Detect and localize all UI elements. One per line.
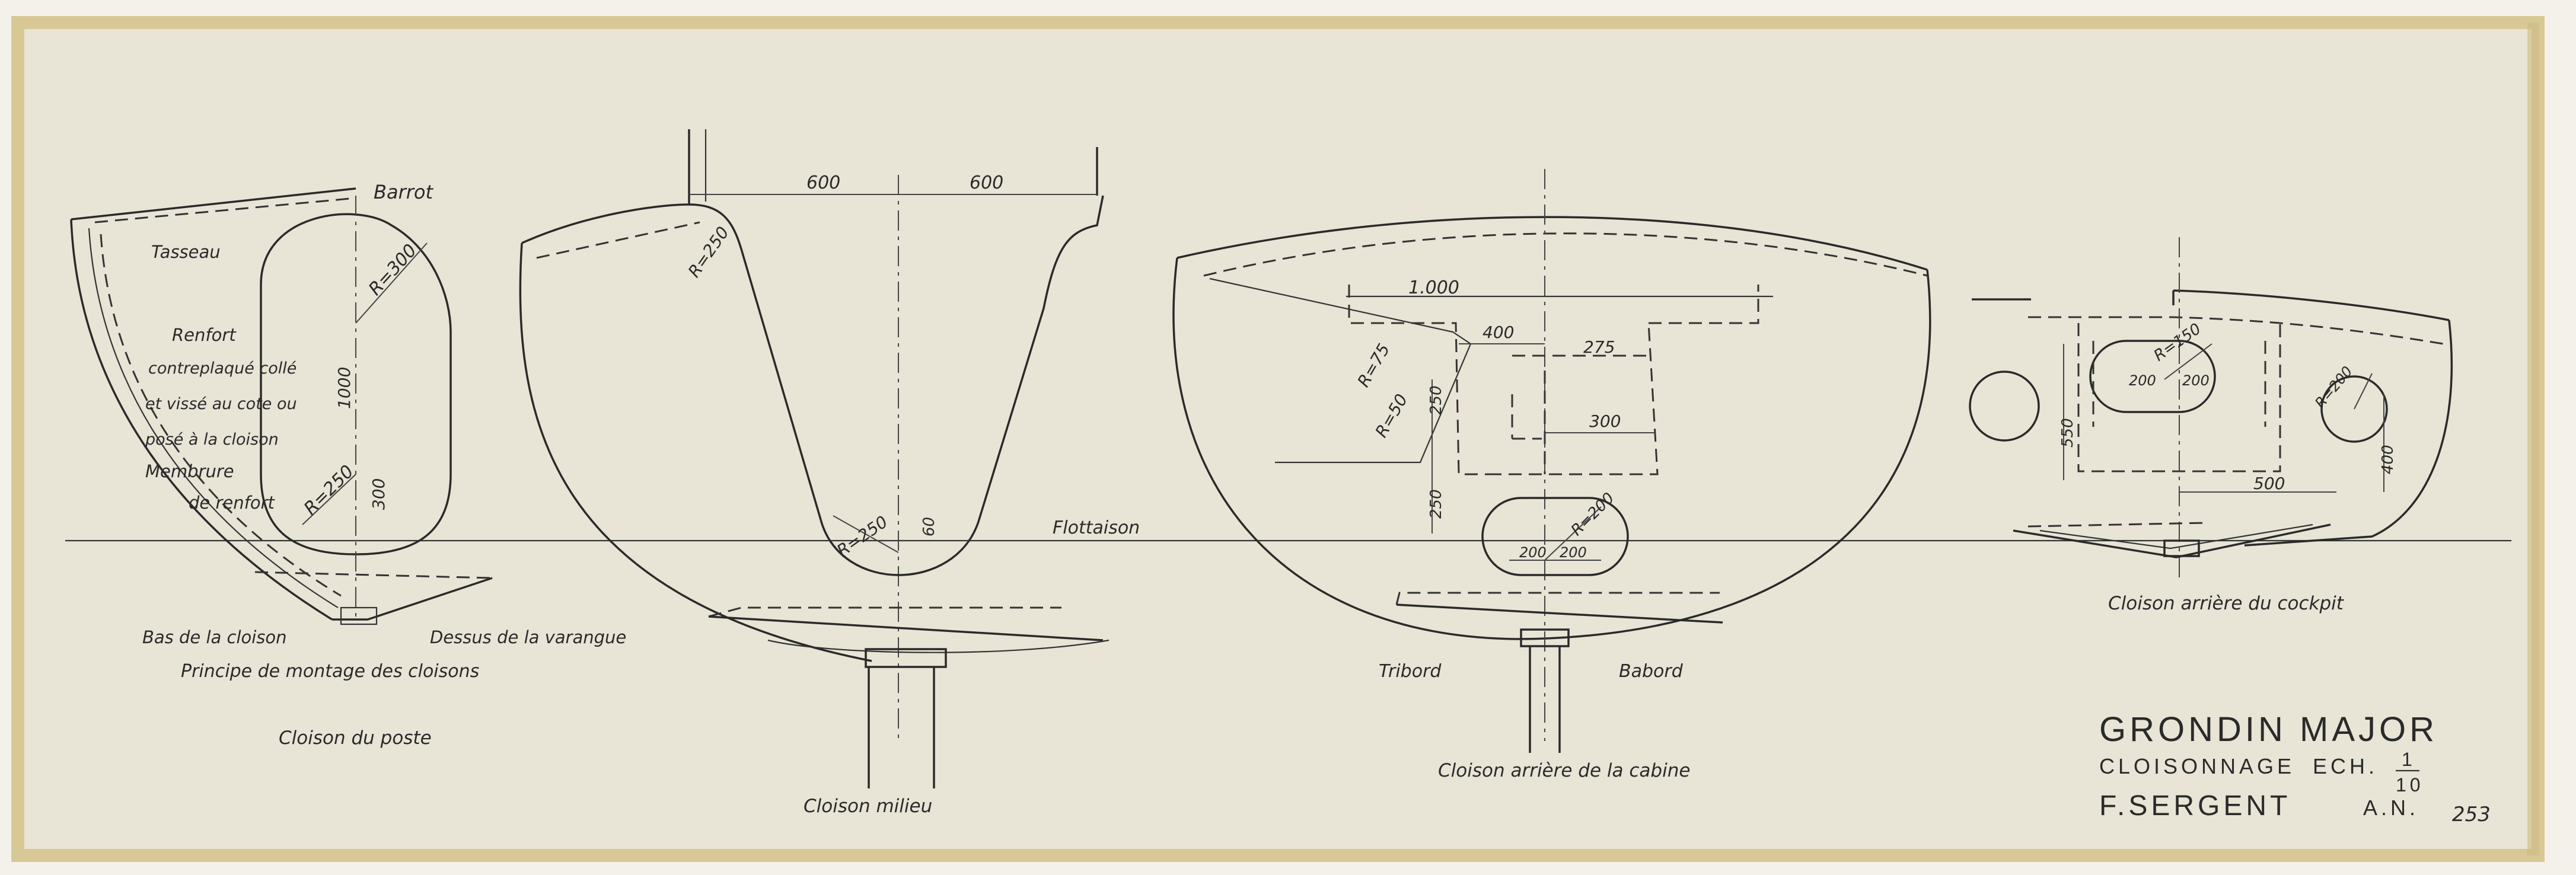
cabin-step-dash <box>1511 394 1542 440</box>
hull-left <box>519 242 872 662</box>
floor-line <box>1396 603 1723 624</box>
dim-600-left: 600 <box>806 173 840 193</box>
keel-block <box>2163 539 2200 557</box>
label-babord: Babord <box>1619 661 1684 682</box>
cabin-dash-bottom <box>1488 322 1659 475</box>
sheet-number: 253 <box>2452 803 2491 826</box>
label-note2: et vissé au cote ou <box>145 395 297 413</box>
dim-400: 400 <box>2379 445 2397 474</box>
caption-cloison-poste: Cloison du poste <box>279 727 432 749</box>
deck-line <box>2173 289 2450 321</box>
dim-600-right: 600 <box>970 173 1003 193</box>
hull-right <box>2244 320 2453 547</box>
floor-line <box>708 615 1104 641</box>
radius-line <box>2354 373 2373 410</box>
caption-cloison-cockpit: Cloison arrière du cockpit <box>2108 593 2345 614</box>
hull-outline <box>1172 257 1931 640</box>
hull-outer <box>70 219 333 621</box>
dim-250-upper: 250 <box>1427 385 1445 415</box>
radius-line <box>302 474 356 525</box>
dim-200-right: 200 <box>1560 544 1587 561</box>
cockpit-dash <box>2077 323 2281 472</box>
paper-edge <box>2527 23 2539 855</box>
radius-line <box>355 242 428 324</box>
dim-1000: 1.000 <box>1408 277 1459 298</box>
initials: A.N. <box>2363 796 2419 820</box>
dim-250-lower: 250 <box>1427 489 1445 519</box>
deck-line <box>71 187 356 221</box>
label-de-renfort: de renfort <box>189 493 275 513</box>
keel-block <box>865 648 947 668</box>
paper <box>18 23 2538 855</box>
floor-line <box>332 577 493 621</box>
round-port-right <box>2320 375 2388 443</box>
deck-left <box>521 203 690 244</box>
dim-500: 500 <box>2253 474 2285 493</box>
round-port-left <box>1969 371 2040 442</box>
deck-dash <box>2028 316 2444 345</box>
cabin-dash-left <box>1348 285 1488 475</box>
label-note3: posé à la cloison <box>145 430 279 449</box>
oval-opening <box>2089 340 2216 413</box>
caption-cloison-milieu: Cloison milieu <box>804 796 932 817</box>
keel-block <box>1520 628 1570 647</box>
dim-275: 275 <box>1583 337 1615 357</box>
floor-v-inner <box>2039 523 2313 550</box>
floor-dash <box>2027 522 2207 528</box>
label-barrot: Barrot <box>374 181 433 203</box>
label-renfort: Renfort <box>172 325 237 345</box>
bulkhead-opening <box>260 213 452 555</box>
dim-300: 300 <box>1589 411 1621 431</box>
frame-dash <box>100 234 342 597</box>
hull-inner <box>88 228 339 608</box>
radius-line <box>1544 506 1602 561</box>
dim-550: 550 <box>2059 418 2077 448</box>
dim-400: 400 <box>1483 322 1514 342</box>
label-flottaison: Flottaison <box>1053 518 1140 538</box>
radius-line <box>2164 343 2212 380</box>
project-name: GRONDIN MAJOR <box>2099 710 2438 749</box>
scale-numerator: 1 <box>2402 749 2416 770</box>
caption-cloison-cabine: Cloison arrière de la cabine <box>1438 760 1690 781</box>
dim-1000: 1000 <box>334 367 354 409</box>
bulkhead-cutout <box>688 195 1104 576</box>
cabin-dash-right <box>1649 285 1759 324</box>
radius-line <box>833 515 899 553</box>
title-block: GRONDIN MAJOR CLOISONNAGE ECH. 1 10 F.SE… <box>2099 710 2491 826</box>
label-bas-cloison: Bas de la cloison <box>142 627 287 647</box>
scale-prefix: ECH. <box>2313 754 2378 778</box>
label-note1: contreplaqué collé <box>148 359 297 378</box>
floor-v <box>2013 523 2331 558</box>
oval-opening <box>1481 497 1629 576</box>
label-tribord: Tribord <box>1379 661 1442 682</box>
dim-300: 300 <box>369 478 388 510</box>
scale-denominator: 10 <box>2396 774 2424 796</box>
floor-dash <box>1395 592 1720 605</box>
floor-dash <box>708 606 1061 618</box>
floor-inner <box>767 639 1110 653</box>
dim-200-left: 200 <box>1519 544 1547 561</box>
deck-dash <box>1203 232 1928 277</box>
keel-block <box>340 606 378 625</box>
label-tasseau: Tasseau <box>151 242 221 262</box>
deck-line <box>1177 216 1928 271</box>
label-dessus-varangue: Dessus de la varangue <box>430 627 626 647</box>
drawing-subject: CLOISONNAGE <box>2099 754 2295 778</box>
designer-name: F.SERGENT <box>2099 790 2291 822</box>
dim-200-right: 200 <box>2182 372 2210 389</box>
deck-dash <box>536 221 700 259</box>
dim-60: 60 <box>920 517 938 537</box>
deck-inner-dash <box>94 197 350 223</box>
dim-200-left: 200 <box>2129 372 2156 389</box>
subcaption-principe: Principe de montage des cloisons <box>181 661 479 682</box>
label-membrure: Membrure <box>145 461 234 481</box>
